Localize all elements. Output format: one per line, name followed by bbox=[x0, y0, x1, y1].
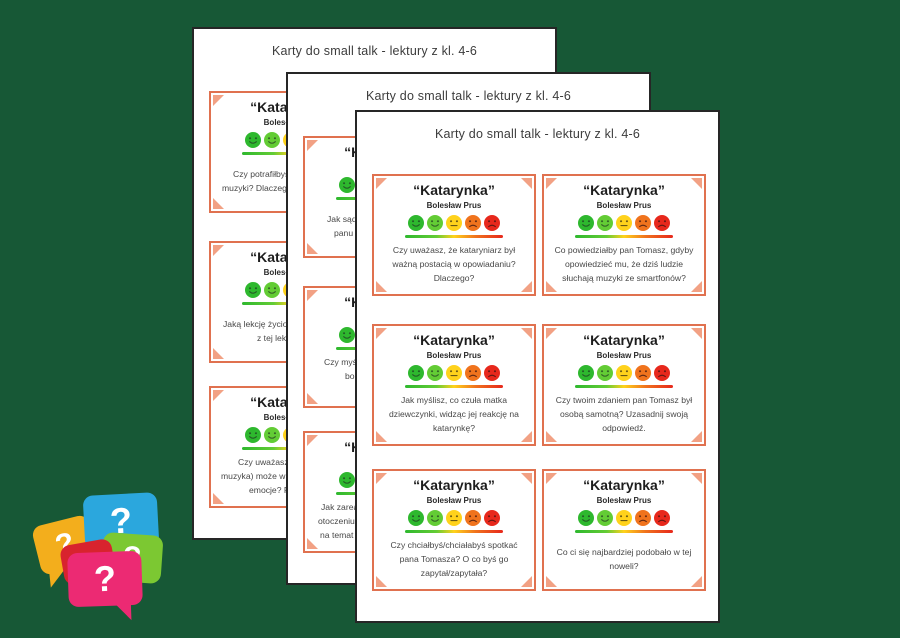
mood-scale bbox=[408, 365, 500, 381]
card-question: Czy uważasz, że kataryniarz był ważną po… bbox=[392, 244, 516, 284]
mood-gradient-bar bbox=[575, 385, 673, 389]
neutral-face-icon bbox=[446, 215, 462, 231]
question-card: “Katarynka” Bolesław Prus Czy twoim zdan… bbox=[542, 324, 706, 446]
card-question: Co powiedziałby pan Tomasz, gdyby opowie… bbox=[554, 244, 694, 284]
angry-face-icon bbox=[654, 365, 670, 381]
happy-face-icon bbox=[427, 365, 443, 381]
card-question: Jak myślisz, co czuła matka dziewczynki,… bbox=[389, 394, 519, 434]
mood-gradient-bar bbox=[405, 235, 503, 239]
happy-face-icon bbox=[339, 177, 355, 193]
mood-gradient-bar bbox=[405, 385, 503, 389]
sad-face-icon bbox=[465, 215, 481, 231]
card-title: “Katarynka” bbox=[413, 182, 495, 198]
angry-face-icon bbox=[484, 365, 500, 381]
neutral-face-icon bbox=[616, 215, 632, 231]
happy-face-icon bbox=[408, 365, 424, 381]
neutral-face-icon bbox=[616, 365, 632, 381]
mood-gradient-bar bbox=[575, 530, 673, 534]
mood-scale bbox=[578, 365, 670, 381]
happy-face-icon bbox=[597, 215, 613, 231]
happy-face-icon bbox=[578, 510, 594, 526]
card-title: “Katarynka” bbox=[583, 332, 665, 348]
card-author: Bolesław Prus bbox=[426, 496, 482, 506]
card-author: Bolesław Prus bbox=[596, 201, 652, 211]
angry-face-icon bbox=[654, 215, 670, 231]
happy-face-icon bbox=[245, 132, 261, 148]
bubble-tail bbox=[114, 603, 132, 621]
happy-face-icon bbox=[597, 510, 613, 526]
mood-scale bbox=[408, 510, 500, 526]
card-question: Czy twoim zdaniem pan Tomasz był osobą s… bbox=[555, 394, 693, 434]
happy-face-icon bbox=[578, 215, 594, 231]
sad-face-icon bbox=[635, 510, 651, 526]
card-title: “Katarynka” bbox=[413, 332, 495, 348]
angry-face-icon bbox=[654, 510, 670, 526]
card-author: Bolesław Prus bbox=[596, 351, 652, 361]
page-title: Karty do small talk - lektury z kl. 4-6 bbox=[434, 127, 641, 141]
card-title: “Katarynka” bbox=[413, 477, 495, 493]
question-card: “Katarynka” Bolesław Prus Co powiedziałb… bbox=[542, 174, 706, 296]
happy-face-icon bbox=[408, 510, 424, 526]
angry-face-icon bbox=[484, 510, 500, 526]
card-title: “Katarynka” bbox=[583, 182, 665, 198]
happy-face-icon bbox=[264, 427, 280, 443]
question-card: “Katarynka” Bolesław Prus Co ci się najb… bbox=[542, 469, 706, 591]
happy-face-icon bbox=[339, 472, 355, 488]
neutral-face-icon bbox=[446, 365, 462, 381]
card-question: Jaką lekcję życiowa z tej lek bbox=[223, 319, 299, 344]
card-question: Czy chciałbyś/chciałabyś spotkać pana To… bbox=[390, 539, 518, 579]
neutral-face-icon bbox=[616, 510, 632, 526]
mood-gradient-bar bbox=[575, 235, 673, 239]
angry-face-icon bbox=[484, 215, 500, 231]
mood-scale bbox=[578, 215, 670, 231]
question-mark: ? bbox=[93, 557, 117, 600]
mood-gradient-bar bbox=[405, 530, 503, 534]
question-bubbles-logo: ? ? ? ? bbox=[28, 488, 173, 621]
happy-face-icon bbox=[427, 215, 443, 231]
happy-face-icon bbox=[245, 427, 261, 443]
card-question: Jak zareagowa otoczeniu mia na temat teg… bbox=[318, 501, 379, 541]
speech-bubble-icon: ? bbox=[67, 550, 143, 621]
card-question: Co ci się najbardziej podobało w tej now… bbox=[556, 547, 692, 572]
happy-face-icon bbox=[339, 327, 355, 343]
question-card: “Katarynka” Bolesław Prus Czy chciałbyś/… bbox=[372, 469, 536, 591]
happy-face-icon bbox=[264, 282, 280, 298]
happy-face-icon bbox=[597, 365, 613, 381]
card-author: Bolesław Prus bbox=[596, 496, 652, 506]
page-title: Karty do small talk - lektury z kl. 4-6 bbox=[365, 89, 572, 103]
card-title: “Katarynka” bbox=[583, 477, 665, 493]
card-author: Bolesław Prus bbox=[426, 351, 482, 361]
card-question: Czy potrafiłbyś/po muzyki? Dlaczego t bbox=[222, 169, 302, 194]
happy-face-icon bbox=[245, 282, 261, 298]
neutral-face-icon bbox=[446, 510, 462, 526]
sad-face-icon bbox=[465, 365, 481, 381]
sad-face-icon bbox=[635, 215, 651, 231]
happy-face-icon bbox=[264, 132, 280, 148]
card-question: Czy uważasz, ż muzyka) może wp emocje? P… bbox=[221, 456, 304, 496]
question-card: “Katarynka” Bolesław Prus Czy uważasz, ż… bbox=[372, 174, 536, 296]
card-author: Bolesław Prus bbox=[426, 201, 482, 211]
sheet-front: Karty do small talk - lektury z kl. 4-6 … bbox=[355, 110, 720, 623]
happy-face-icon bbox=[427, 510, 443, 526]
happy-face-icon bbox=[578, 365, 594, 381]
happy-face-icon bbox=[408, 215, 424, 231]
mood-scale bbox=[408, 215, 500, 231]
sad-face-icon bbox=[465, 510, 481, 526]
mood-scale bbox=[578, 510, 670, 526]
sad-face-icon bbox=[635, 365, 651, 381]
question-card: “Katarynka” Bolesław Prus Jak myślisz, c… bbox=[372, 324, 536, 446]
page-title: Karty do small talk - lektury z kl. 4-6 bbox=[271, 44, 478, 58]
